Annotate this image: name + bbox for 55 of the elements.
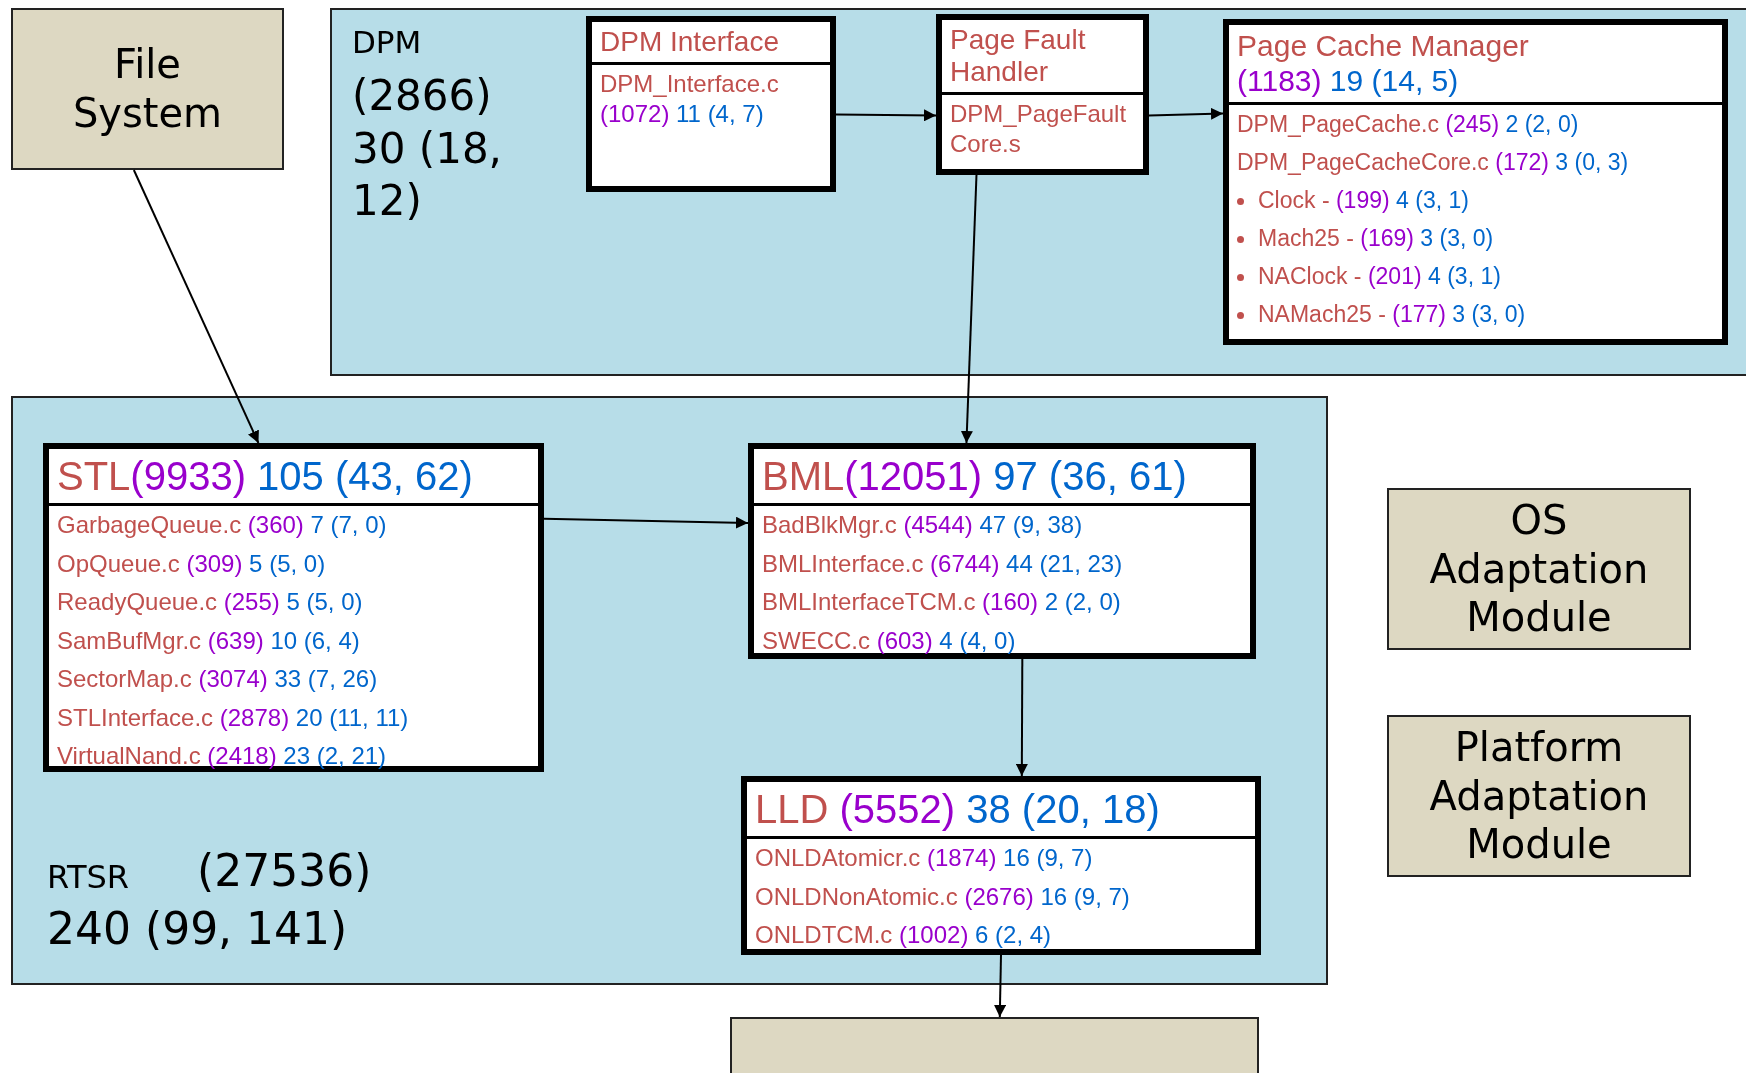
module-title: LLD (5552) 38 (20, 18) [747,782,1255,839]
component-label: OS Adaptation Module [1429,495,1649,643]
module-card [1223,19,1728,345]
module-card [748,443,1256,659]
file-entry: SectorMap.c (3074) 33 (7, 26) [56,664,379,694]
file-entry: Mach25 - (169) 3 (3, 0) [1258,225,1494,251]
file-entry: SamBufMgr.c (639) 10 (6, 4) [56,625,361,656]
module-card [43,443,544,772]
file-entry: BadBlkMgr.c (4544) 47 (9, 38) [761,510,1084,540]
module-title: STL(9933) 105 (43, 62) [49,449,538,506]
module-title: DPM Interface [592,22,830,66]
arrow [835,109,937,122]
file-entry: ReadyQueue.c (255) 5 (5, 0) [56,587,364,617]
module-title: Page Fault Handler [942,20,1143,96]
file-entry: Clock - (199) 4 (3, 1) [1258,187,1469,213]
file-entry: NAMach25 - (177) 3 (3, 0) [1258,301,1526,327]
arrow [960,174,978,444]
file-entry: ONLDAtomicr.c (1874) 16 (9, 7) [754,843,1094,873]
component-box [730,1017,1259,1073]
file-entry: BMLInterfaceTCM.c (160) 2 (2, 0) [761,587,1122,617]
module-card [741,776,1261,955]
file-entry: VirtualNand.c (2418) 23 (2, 21) [56,741,388,771]
file-entry: NAClock - (201) 4 (3, 1) [1258,263,1501,289]
layer-stats: (27536) [197,845,372,896]
file-entry: GarbageQueue.c (360) 7 (7, 0) [56,510,388,540]
layer-name: DPM [352,24,422,60]
layer-panel [330,8,1746,376]
component-box [11,8,284,170]
component-box [1387,715,1691,877]
file-entry: DPM_PageCache.c (245) 2 (2, 0) [1236,110,1580,139]
arrow [1015,658,1028,777]
arrow [994,954,1006,1018]
arrow [1148,107,1224,120]
file-entry: DPM_PageFaultCore.s [949,99,1128,160]
file-entry: DPM_Interface.c (1072) 11 (4, 7) [599,69,780,130]
layer-name: RTSR [47,858,129,896]
layer-panel [11,396,1328,985]
layer-stats: 240 (99, 141) [47,903,348,954]
file-entry: SWECC.c (603) 4 (4, 0) [761,625,1017,656]
component-box [1387,488,1691,650]
file-entry: ONLDTCM.c (1002) 6 (2, 4) [754,920,1053,950]
file-entry: OpQueue.c (309) 5 (5, 0) [56,548,327,579]
layer-stats: (2866) 30 (18, 12) [352,70,503,227]
file-entry: DPM_PageCacheCore.c (172) 3 (0, 3) [1236,148,1630,177]
module-title: BML(12051) 97 (36, 61) [754,449,1250,506]
file-entry: BMLInterface.c (6744) 44 (21, 23) [761,548,1124,579]
module-card [586,16,836,192]
module-card [936,14,1149,175]
file-entry: ONLDNonAtomic.c (2676) 16 (9, 7) [754,881,1131,912]
component-label: File System [71,40,224,138]
arrow [543,516,749,529]
module-title: Page Cache Manager (1183) 19 (14, 5) [1229,25,1722,105]
arrow [132,169,260,444]
component-label: Platform Adaptation Module [1428,722,1650,870]
file-entry: STLInterface.c (2878) 20 (11, 11) [56,702,410,733]
